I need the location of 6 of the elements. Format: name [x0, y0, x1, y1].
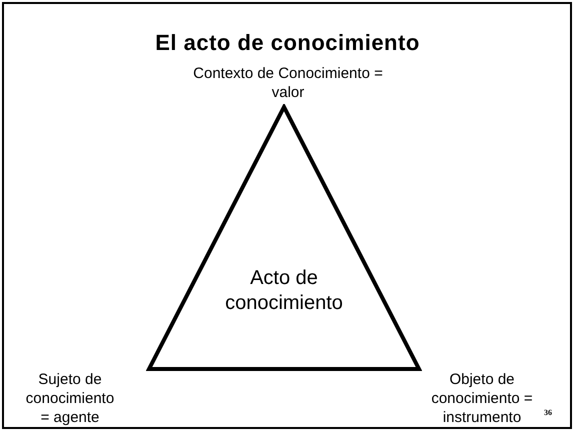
node-label: Acto de conocimiento — [224, 266, 344, 316]
vertex-label: Objeto de conocimiento = instrumento — [430, 370, 534, 427]
slide-title: El acto de conocimiento — [154, 30, 421, 56]
vertex-label: Contexto de Conocimiento = valor — [192, 64, 384, 102]
vertex-label: Sujeto de conocimiento = agente — [24, 370, 116, 427]
page-number: 36 — [543, 408, 553, 418]
